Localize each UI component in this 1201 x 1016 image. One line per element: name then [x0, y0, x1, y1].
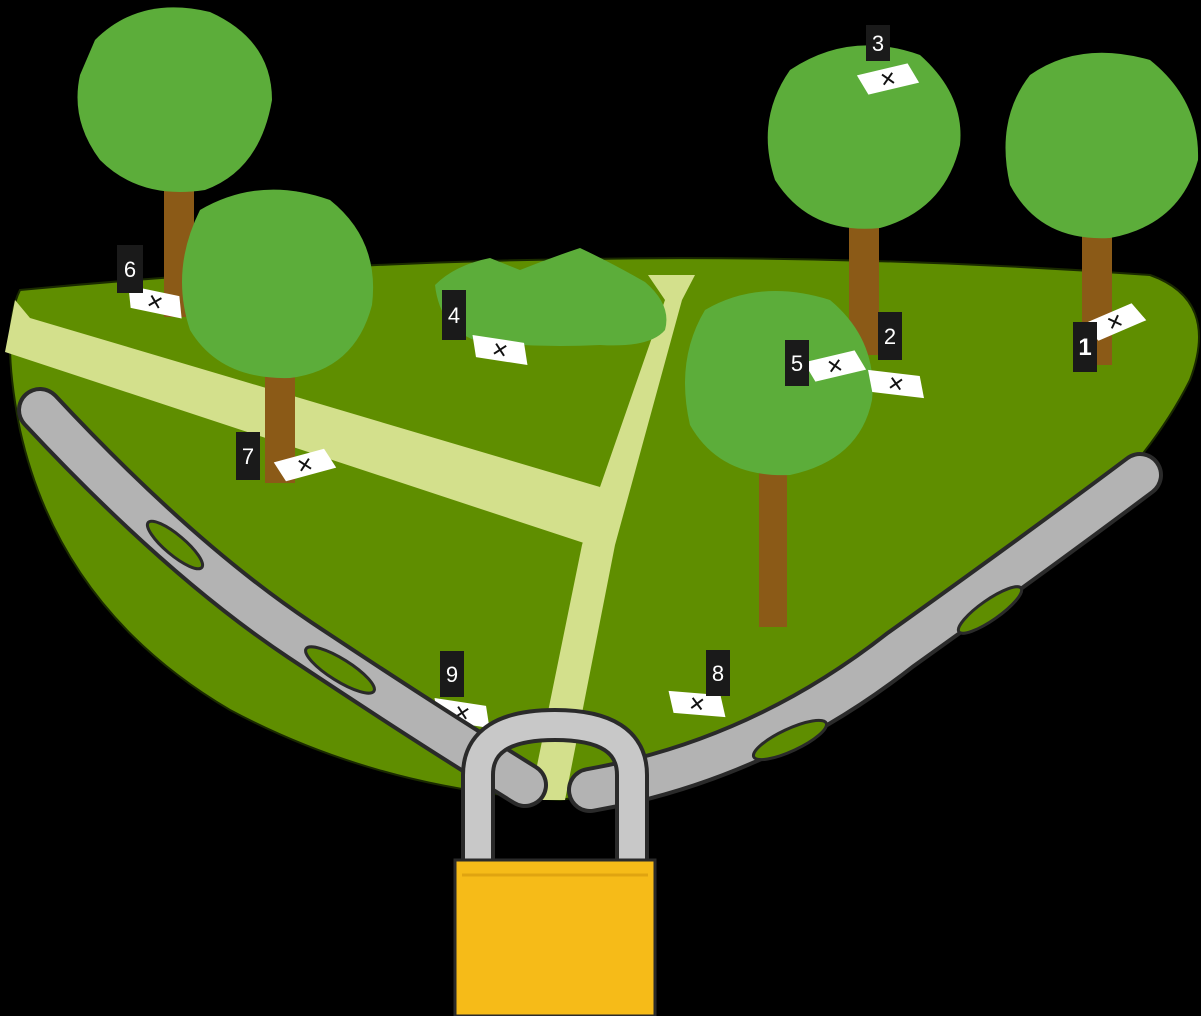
x-marker-card [668, 690, 726, 718]
x-marker-icon: ✕ [472, 334, 528, 366]
label-background [236, 432, 260, 480]
x-marker-icon: ✕ [803, 350, 867, 382]
label-number: 9 [446, 662, 458, 687]
tree-middle-right [685, 291, 873, 627]
x-marker-icon: ✕ [856, 63, 920, 95]
label-number: 7 [242, 444, 254, 469]
x-symbol: ✕ [687, 691, 707, 717]
number-labels: 1 2 3 4 5 6 7 8 9 [117, 25, 1097, 697]
label-number: 2 [884, 324, 896, 349]
x-marker-icon: ✕ [868, 369, 924, 399]
x-marker-card [128, 285, 182, 319]
label-number: 4 [448, 303, 460, 328]
chain-left [21, 391, 544, 804]
x-symbol: ✕ [294, 452, 315, 479]
marker-1: 1 [1073, 322, 1097, 372]
label-background [1073, 322, 1097, 372]
x-symbol: ✕ [489, 337, 510, 364]
padlock-icon [453, 707, 657, 1016]
label-background [117, 245, 143, 293]
marker-2: 2 [878, 312, 902, 360]
path-vertical [530, 275, 695, 800]
label-background [785, 340, 809, 386]
x-marker-card [868, 369, 924, 399]
x-marker-icon: ✕ [1083, 303, 1147, 341]
trunk [759, 455, 787, 627]
x-symbol: ✕ [1103, 308, 1127, 336]
label-background [440, 651, 464, 697]
chain-icon [17, 387, 1163, 813]
tree-icon [685, 291, 873, 476]
marker-6: 6 [117, 245, 143, 293]
x-symbol: ✕ [825, 353, 846, 380]
label-background [866, 25, 890, 61]
chain-right [571, 456, 1159, 809]
marker-5: 5 [785, 340, 809, 386]
label-number: 1 [1078, 334, 1091, 361]
tree-icon [1005, 52, 1199, 239]
x-marker-icon: ✕ [128, 285, 182, 319]
x-marker-card [1083, 303, 1147, 341]
padlock-shackle-inner [465, 711, 645, 870]
x-symbol: ✕ [144, 288, 166, 316]
chain-link-hole [956, 585, 1024, 635]
x-symbol: ✕ [886, 371, 907, 398]
x-marker-icon: ✕ [668, 690, 726, 718]
tree-icon [767, 45, 961, 229]
tree-icon [182, 189, 374, 379]
marker-3: 3 [866, 25, 890, 61]
chain-links [145, 519, 1024, 762]
chain-link-hole [751, 718, 829, 762]
x-marker-card [856, 63, 920, 95]
marker-8: 8 [706, 650, 730, 696]
label-number: 8 [712, 661, 724, 686]
marker-7: 7 [236, 432, 260, 480]
x-marker-card [803, 350, 867, 382]
x-symbol: ✕ [878, 66, 899, 93]
marker-4: 4 [442, 290, 466, 340]
bush-icon [435, 248, 667, 346]
marker-9: 9 [440, 651, 464, 697]
label-background [706, 650, 730, 696]
chain-link-hole [145, 519, 205, 571]
x-marker-icon: ✕ [273, 448, 337, 482]
x-marker-card [472, 334, 528, 366]
label-number: 6 [124, 257, 136, 282]
tree-icon [77, 7, 272, 192]
x-marker-card [273, 448, 337, 482]
label-number: 3 [872, 31, 884, 56]
path-diagonal [5, 300, 600, 545]
chain-link-hole [304, 645, 376, 695]
park-paths [5, 275, 695, 800]
label-background [442, 290, 466, 340]
x-markers: ✕✕✕✕✕✕✕✕✕ [128, 63, 1147, 729]
padlock-body [453, 858, 657, 1016]
label-background [878, 312, 902, 360]
label-number: 5 [791, 351, 803, 376]
